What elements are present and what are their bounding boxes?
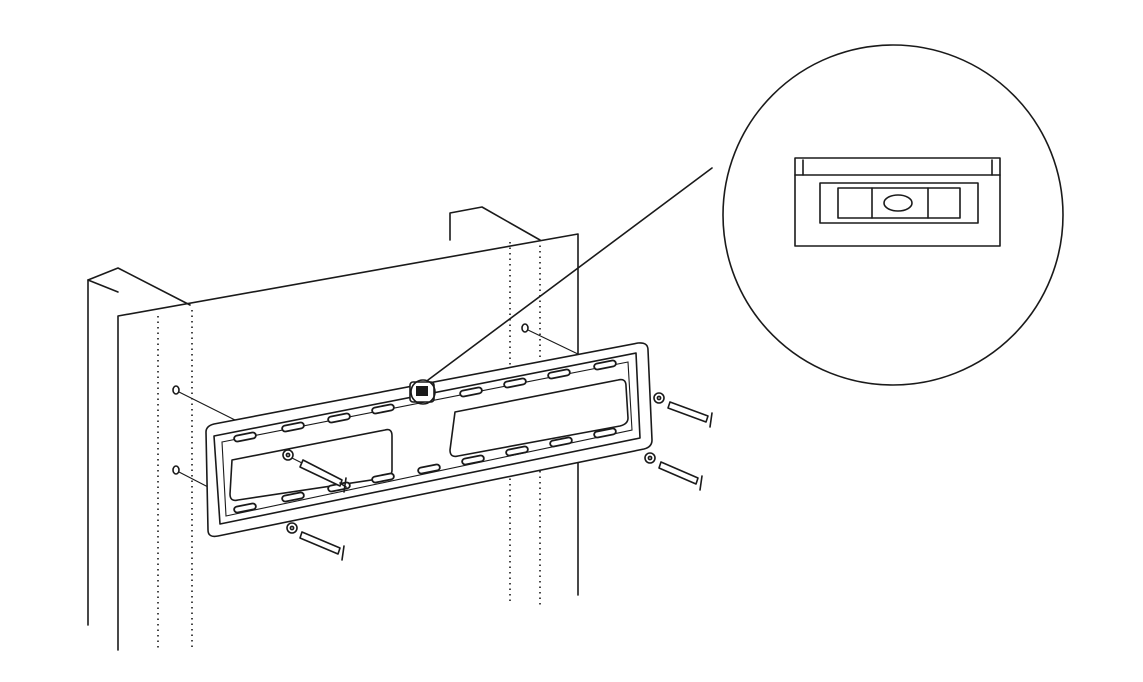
screw-icon — [286, 522, 345, 561]
screw-icon — [653, 392, 713, 428]
bracket-slots — [233, 359, 617, 514]
wall-hole — [172, 465, 180, 475]
screw-icon — [644, 452, 703, 491]
screw-icon — [282, 449, 347, 493]
level-magnifier-callout — [427, 44, 1064, 386]
bracket-level-icon — [409, 379, 436, 405]
bubble-level-detail-icon — [794, 157, 1001, 247]
wall-hole — [172, 385, 180, 395]
left-stud — [87, 267, 191, 626]
screws — [282, 392, 713, 561]
wall-bracket — [205, 342, 653, 538]
wall-hole — [521, 323, 529, 333]
